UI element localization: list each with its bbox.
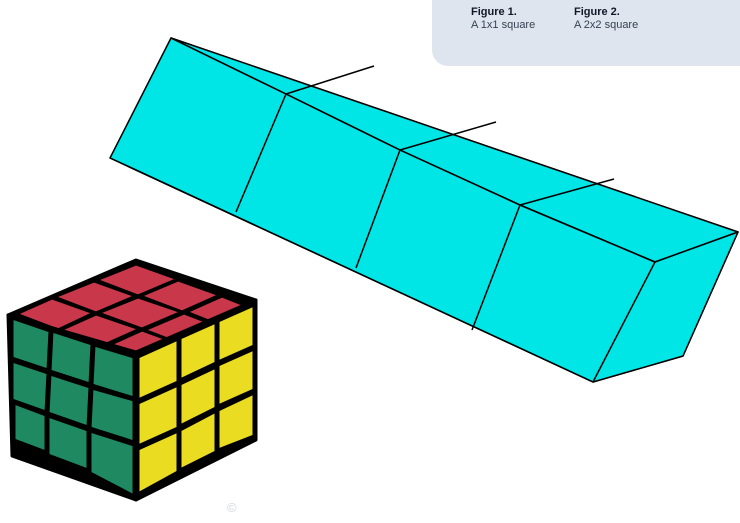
rubiks-cube [8,260,256,500]
copyright-mark-icon: © [227,500,237,515]
